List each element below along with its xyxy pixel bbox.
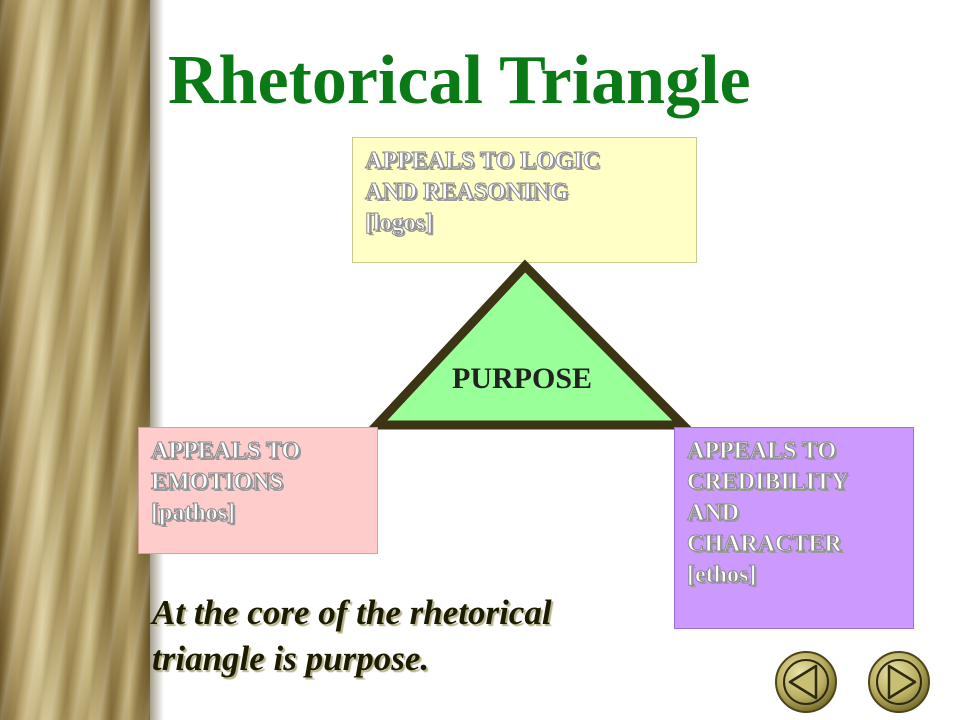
pathos-box: APPEALS TO EMOTIONS [pathos]	[138, 427, 378, 554]
previous-slide-button[interactable]	[774, 650, 838, 714]
ethos-box: APPEALS TO CREDIBILITY AND CHARACTER [et…	[674, 427, 914, 629]
slide-caption: At the core of the rhetorical triangle i…	[152, 593, 552, 678]
next-slide-button[interactable]	[867, 650, 931, 714]
purpose-label: PURPOSE	[452, 362, 593, 395]
purpose-triangle	[366, 259, 694, 430]
slide-title: Rhetorical Triangle	[168, 42, 751, 119]
triangle-right-icon	[868, 651, 930, 713]
decorative-side-bar	[0, 0, 150, 720]
logos-box: APPEALS TO LOGIC AND REASONING [logos]	[352, 137, 697, 263]
triangle-left-icon	[775, 651, 837, 713]
